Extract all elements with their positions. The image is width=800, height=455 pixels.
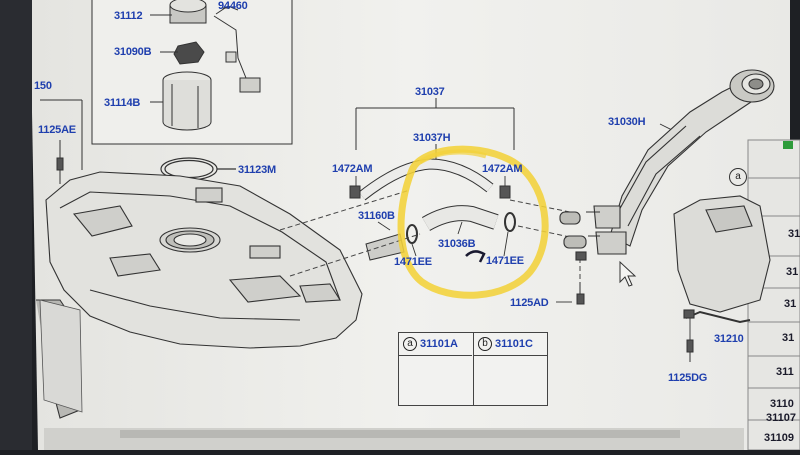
label-1125ae: 1125AE xyxy=(38,124,76,136)
label-31210: 31210 xyxy=(714,333,744,345)
side-table-row: 31109 xyxy=(764,432,794,444)
label-31090b: 31090B xyxy=(114,46,152,58)
highlight-circle xyxy=(397,145,549,299)
side-table-row: 31 xyxy=(782,332,795,344)
legend-header-a: a 31101A xyxy=(399,333,472,356)
legend-letter-a: a xyxy=(403,337,417,351)
label-31123m: 31123M xyxy=(238,164,276,176)
mouse-cursor xyxy=(619,260,637,287)
legend-header-b: b 31101C xyxy=(474,333,547,356)
clamp-1471ee-left xyxy=(406,224,418,244)
legend-column-b: b 31101C xyxy=(473,333,547,405)
label-31030h: 31030H xyxy=(608,116,646,128)
fuel-pump-inset xyxy=(91,0,293,145)
label-31112: 31112 xyxy=(114,10,143,22)
label-31037h: 31037H xyxy=(413,132,451,144)
label-31036b: 31036B xyxy=(438,238,476,250)
label-1471ee-right: 1471EE xyxy=(486,255,524,267)
legend-letter-b: b xyxy=(478,337,492,351)
bolt-1125dg xyxy=(686,339,694,362)
label-31114b: 31114B xyxy=(104,97,141,109)
clamp-1472am-right xyxy=(499,185,511,199)
callout-a-marker: a xyxy=(729,168,747,186)
side-table-row: 3110 xyxy=(770,398,794,410)
legend-code-b: 31101C xyxy=(495,338,533,350)
ink-mark xyxy=(465,250,486,263)
side-table-row: 31 xyxy=(784,298,797,310)
label-31037: 31037 xyxy=(415,86,445,98)
side-table-row: 31 xyxy=(788,228,800,240)
clamp-1471ee-right xyxy=(504,212,516,232)
label-1125dg: 1125DG xyxy=(668,372,708,384)
hose-assembly-bracket xyxy=(355,98,515,162)
legend-box: a 31101A b 31101C xyxy=(398,332,548,406)
label-150: 150 xyxy=(34,80,52,92)
label-1472am-right: 1472AM xyxy=(482,163,523,175)
bolt-1125ad xyxy=(576,282,585,305)
bolt-1125ae xyxy=(56,140,64,184)
legend-column-a: a 31101A xyxy=(399,333,472,405)
label-1125ad: 1125AD xyxy=(510,297,549,309)
label-31160b: 31160B xyxy=(358,210,395,222)
label-94460: 94460 xyxy=(218,0,248,12)
filler-neck xyxy=(559,69,775,261)
label-1472am-left: 1472AM xyxy=(332,163,373,175)
tank-section-right xyxy=(673,195,771,324)
clamp-1472am-left xyxy=(349,185,361,199)
side-table-row: 311 xyxy=(776,366,794,378)
label-1471ee-left: 1471EE xyxy=(394,256,432,268)
side-table-row: 31 xyxy=(786,266,799,278)
side-table-row-hidden: 31107 xyxy=(766,412,796,424)
legend-code-a: 31101A xyxy=(420,338,458,350)
